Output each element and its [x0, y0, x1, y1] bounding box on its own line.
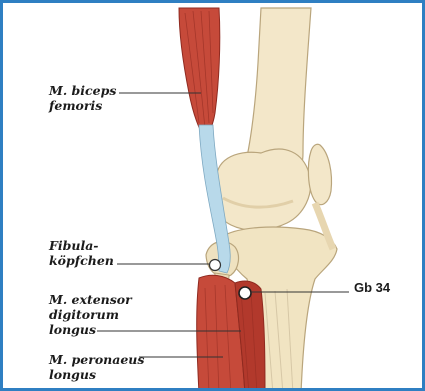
fibula-head-marker — [210, 260, 221, 271]
label-fibula-head: Fibula- köpfchen — [49, 238, 114, 268]
femur-shaft — [243, 8, 311, 173]
label-extensor-line1: M. extensor — [49, 292, 132, 307]
label-fibula-line1: Fibula- — [49, 238, 114, 253]
gb34-point-marker — [239, 287, 251, 299]
label-extensor-line3: longus — [49, 322, 132, 337]
label-biceps-femoris: M. biceps femoris — [49, 83, 116, 113]
label-peronaeus-line2: longus — [49, 367, 144, 382]
femur-condyles — [214, 149, 310, 230]
label-peronaeus-longus: M. peronaeus longus — [49, 352, 144, 382]
label-gb34: Gb 34 — [354, 280, 390, 295]
label-extensor-line2: digitorum — [49, 307, 132, 322]
patella — [308, 144, 331, 204]
label-fibula-line2: köpfchen — [49, 253, 114, 268]
label-biceps-line1: M. biceps — [49, 83, 116, 98]
label-peronaeus-line1: M. peronaeus — [49, 352, 144, 367]
label-extensor-digitorum: M. extensor digitorum longus — [49, 292, 132, 337]
label-biceps-line2: femoris — [49, 98, 116, 113]
